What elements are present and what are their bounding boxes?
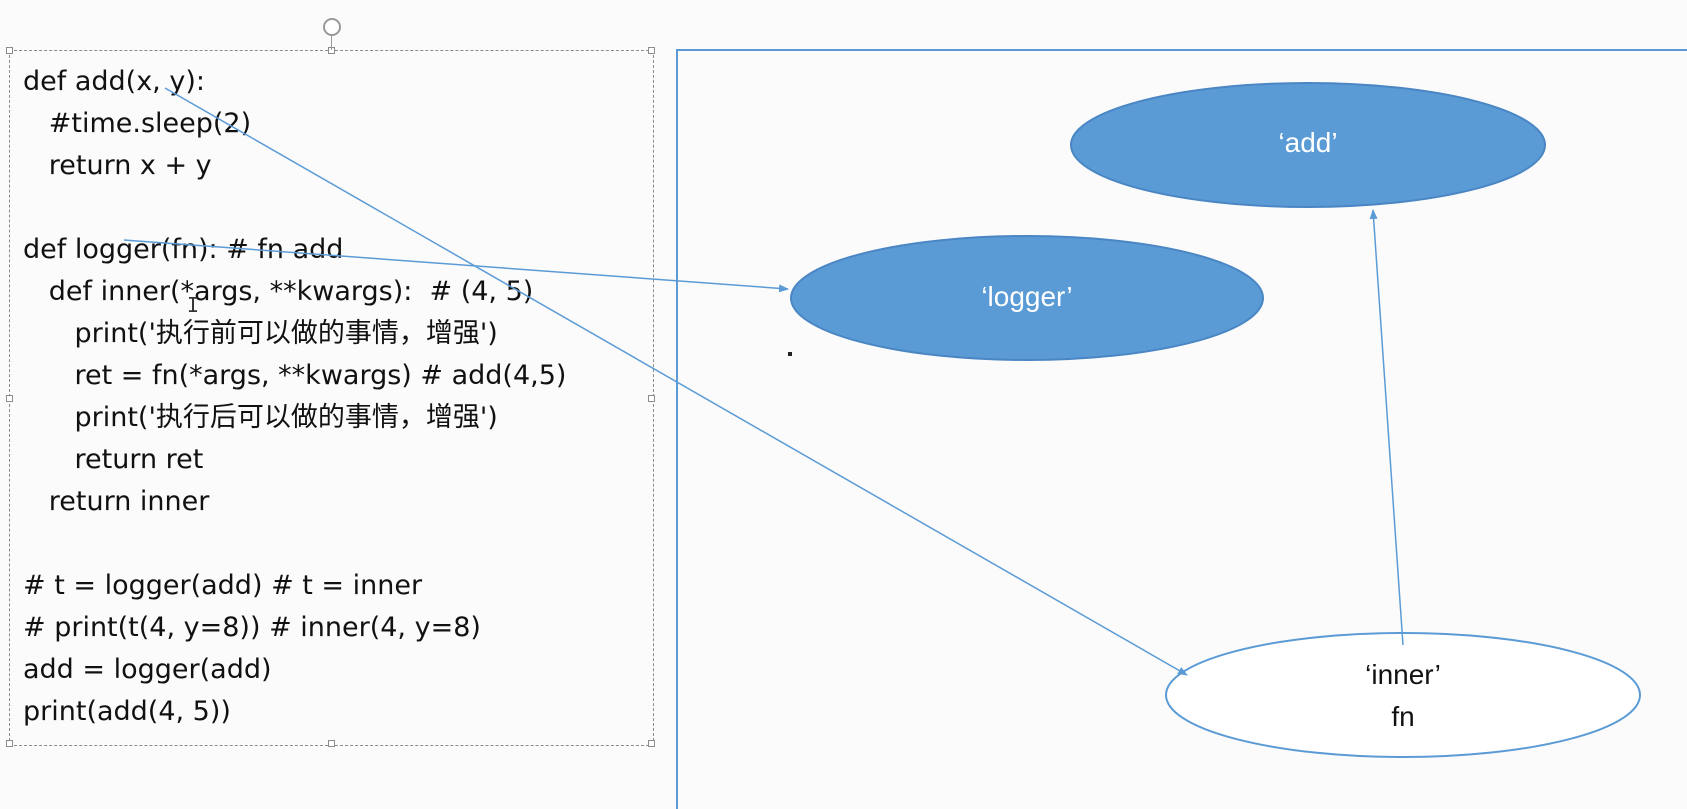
- stray-dot: [788, 352, 792, 356]
- ellipse-inner-label: ‘inner’: [1365, 659, 1441, 690]
- resize-handle-bottom-middle[interactable]: [328, 740, 335, 747]
- resize-handle-top-left[interactable]: [6, 47, 13, 54]
- code-line: return inner: [23, 486, 210, 517]
- resize-handle-bottom-right[interactable]: [648, 740, 655, 747]
- ellipse-logger-label: ‘logger’: [981, 281, 1073, 312]
- code-line: return x + y: [23, 150, 212, 181]
- code-line: def add(x, y):: [23, 66, 205, 97]
- code-line: # print(t(4, y=8)) # inner(4, y=8): [23, 612, 481, 643]
- ellipse-inner-sublabel: fn: [1391, 701, 1415, 732]
- code-line: # t = logger(add) # t = inner: [23, 570, 423, 601]
- code-line: def inner(*args, **kwargs): # (4, 5): [23, 276, 534, 307]
- arrow-fn-to-add-ellipse[interactable]: [1369, 209, 1404, 646]
- code-line: #time.sleep(2): [23, 108, 252, 139]
- arrow-add-to-inner-ellipse[interactable]: [164, 87, 1188, 676]
- ellipse-logger[interactable]: [790, 235, 1264, 361]
- resize-handle-bottom-left[interactable]: [6, 740, 13, 747]
- text-cursor-icon: I: [187, 293, 200, 317]
- code-line: print(add(4, 5)): [23, 696, 231, 727]
- diagram-frame: [676, 49, 1687, 809]
- rotate-icon[interactable]: [323, 18, 341, 36]
- arrow-logger-to-logger-ellipse[interactable]: [123, 239, 789, 293]
- code-line: def logger(fn): # fn add: [23, 234, 344, 265]
- code-line: ret = fn(*args, **kwargs) # add(4,5): [23, 360, 567, 391]
- ellipse-inner[interactable]: [1165, 632, 1641, 758]
- code-line: print('执行后可以做的事情，增强'): [23, 402, 498, 433]
- code-line: print('执行前可以做的事情，增强'): [23, 318, 498, 349]
- rotation-handle-stem: [331, 36, 332, 50]
- ellipse-add[interactable]: [1070, 82, 1546, 208]
- ellipse-add-label: ‘add’: [1278, 127, 1338, 158]
- resize-handle-top-right[interactable]: [648, 47, 655, 54]
- code-line: return ret: [23, 444, 204, 475]
- code-text-box[interactable]: def add(x, y): #time.sleep(2) return x +…: [6, 47, 655, 747]
- resize-handle-middle-right[interactable]: [648, 395, 655, 402]
- code-line: add = logger(add): [23, 654, 272, 685]
- resize-handle-middle-left[interactable]: [6, 395, 13, 402]
